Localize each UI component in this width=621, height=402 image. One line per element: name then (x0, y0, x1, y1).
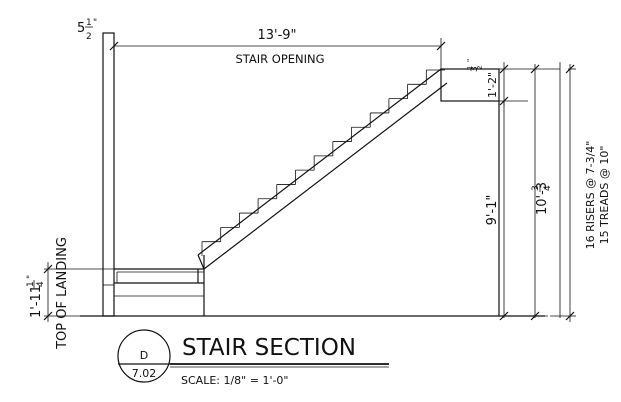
total-rise-whole: 10'-3 (535, 182, 550, 215)
wall-thickness-den: 2 (86, 32, 92, 42)
wall-thickness-inch: " (93, 18, 97, 28)
wall-thickness-whole: 5 (77, 21, 85, 36)
landing-height-dimension: 1'-11 1 4 " TOP OF LANDING (26, 237, 114, 350)
sheet-number: 7.02 (132, 367, 157, 380)
stringer-start (197, 254, 205, 270)
landing-label: TOP OF LANDING (55, 237, 70, 350)
treads-label: 15 TREADS @ 10" (598, 146, 611, 245)
landing-height-inch: " (26, 275, 36, 279)
stringer-top (197, 68, 442, 256)
landing-height-den: 4 (36, 281, 46, 287)
clear-height-label: 9'-1" (485, 195, 500, 226)
drawing-title: STAIR SECTION (182, 335, 356, 361)
upper-floor-slab (440, 68, 560, 316)
risers-label: 16 RISERS @ 7-3/4" (584, 141, 597, 250)
total-rise-dimension: 10'-3 3 4 (528, 64, 553, 321)
opening-dimension: 13'-9" STAIR OPENING (109, 28, 446, 69)
detail-bubble (117, 329, 171, 383)
stair-flight (197, 68, 448, 270)
landing-height-num: 1 (26, 281, 36, 287)
total-rise-den: 4 (543, 185, 553, 191)
landing-height-whole: 1'-11 (29, 285, 44, 318)
slab-small-inch: " (466, 59, 474, 62)
slab-small-whole: 3 (470, 66, 480, 72)
stringer-bottom (203, 82, 448, 270)
floor-depth-label: 1'-2" (486, 72, 499, 98)
total-rise-num: 3 (531, 185, 541, 191)
risers-dimension: 16 RISERS @ 7-3/4" 15 TREADS @ 10" (550, 62, 611, 322)
left-wall (102, 32, 115, 317)
detail-letter: D (140, 349, 148, 362)
slab-small-den: 2 (476, 66, 484, 70)
scale-label: SCALE: 1/8" = 1'-0" (181, 374, 289, 387)
opening-label: STAIR OPENING (235, 52, 324, 66)
clear-height-dimension: 9'-1" (485, 101, 509, 321)
title-block: D 7.02 STAIR SECTION SCALE: 1/8" = 1'-0" (117, 329, 389, 387)
slab-small-num: 1 (466, 66, 474, 70)
wall-thickness-dimension: 5 1 2 " (77, 18, 97, 42)
landing (114, 255, 205, 316)
slab-dimensions: 3 1 2 " 1'-2" (466, 59, 540, 106)
wall-thickness-num: 1 (86, 18, 92, 28)
opening-width-label: 13'-9" (257, 28, 296, 43)
